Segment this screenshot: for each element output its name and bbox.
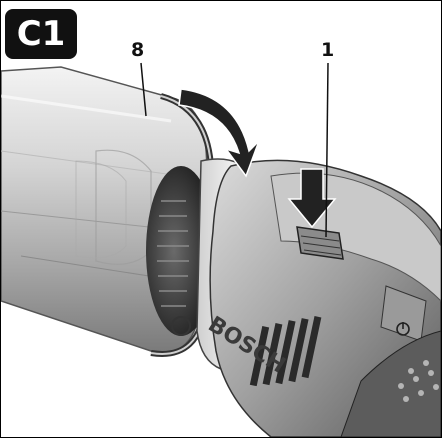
figure-badge: C1 bbox=[5, 9, 77, 59]
brand-logo-icon bbox=[171, 316, 191, 336]
callout-label-8: 8 bbox=[131, 39, 145, 61]
figure-badge-label: C1 bbox=[16, 14, 66, 54]
callout-label-1: 1 bbox=[321, 39, 335, 61]
vent-slots bbox=[249, 316, 322, 387]
release-button bbox=[296, 226, 344, 260]
leader-line-8 bbox=[140, 62, 147, 117]
rotate-arrow-icon bbox=[178, 88, 260, 178]
leader-line-1 bbox=[325, 62, 329, 238]
press-down-arrow-icon bbox=[287, 168, 337, 229]
